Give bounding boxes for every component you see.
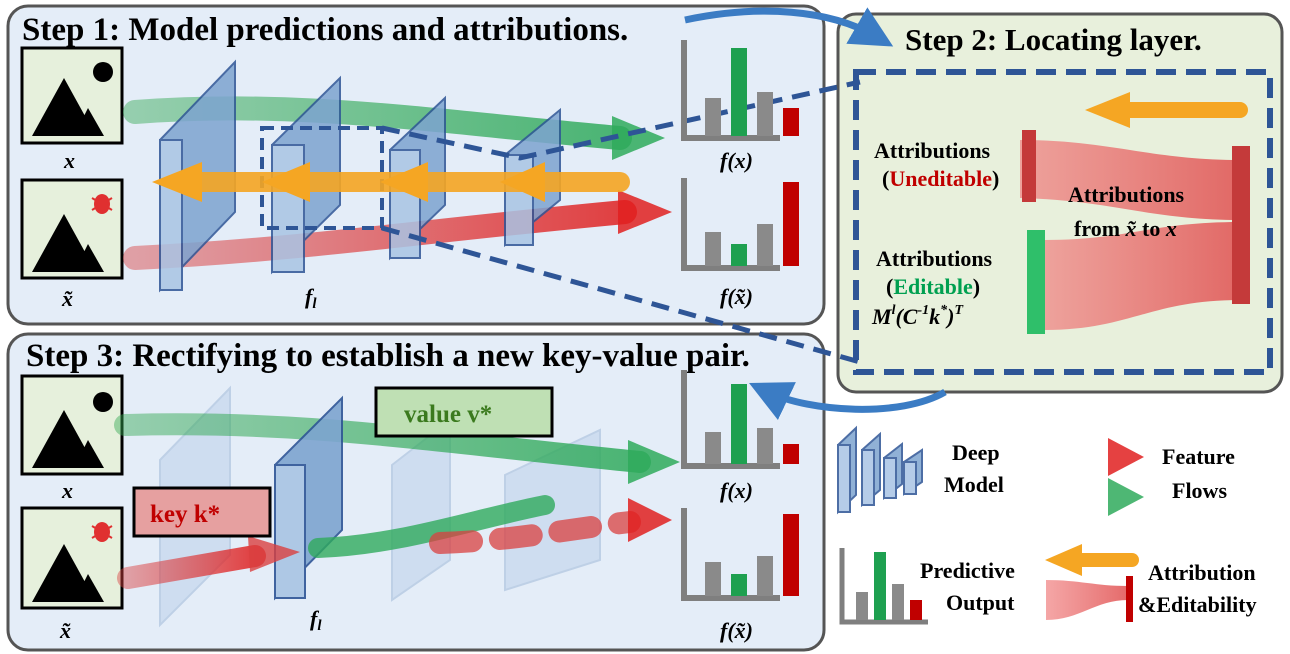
legend-deep-model-line1: Deep bbox=[952, 440, 1000, 465]
red-flow-step3-dashed bbox=[429, 511, 641, 554]
image-x-step1 bbox=[20, 46, 124, 145]
image-x-step3 bbox=[20, 374, 124, 476]
legend-deep-model-icon bbox=[837, 425, 923, 515]
label-fl-step1: fl bbox=[305, 284, 317, 312]
green-rectified-flow bbox=[308, 495, 555, 558]
image-x-tilde-step1 bbox=[20, 178, 124, 280]
key-label-box bbox=[132, 486, 272, 538]
bug-icon bbox=[91, 522, 113, 542]
legend-predictive-output-icon bbox=[839, 548, 928, 625]
label-x-step1: x bbox=[63, 148, 75, 173]
red-flow-step3-a bbox=[117, 545, 266, 589]
step2-dashed-box bbox=[853, 69, 1273, 375]
attr-flow-line1: Attributions bbox=[1068, 182, 1185, 207]
label-fl-step3: fl bbox=[310, 606, 322, 634]
attr-editable-formula: Ml(C-1k*)T bbox=[871, 303, 964, 329]
red-flow-step1 bbox=[123, 200, 637, 270]
attr-uneditable-line2: (Uneditable) bbox=[882, 166, 999, 191]
target-bar bbox=[1232, 146, 1250, 304]
legend-predictive-line1: Predictive bbox=[920, 558, 1015, 583]
green-flow-step3 bbox=[114, 413, 651, 473]
legend-feature-line1: Feature bbox=[1162, 444, 1235, 469]
label-fx-tilde-step1: f(x̃) bbox=[720, 284, 753, 309]
label-x-tilde-step1: x̃ bbox=[61, 286, 73, 311]
arrow-step2-to-step3 bbox=[749, 382, 947, 420]
step2-title: Step 2: Locating layer. bbox=[905, 22, 1202, 57]
key-label: key k* bbox=[150, 501, 220, 528]
sun-icon bbox=[93, 62, 113, 82]
editable-bar bbox=[1027, 230, 1045, 334]
bar-chart-fx-step3 bbox=[681, 370, 799, 469]
arrow-step1-to-step2 bbox=[684, 7, 894, 47]
label-fx-step1: f(x) bbox=[720, 148, 753, 173]
attribution-flow-editable bbox=[1045, 222, 1240, 330]
legend-attribution-line2: &Editability bbox=[1138, 592, 1257, 617]
label-fx-tilde-step3: f(x̃) bbox=[720, 618, 753, 643]
attribution-flow-uneditable bbox=[1020, 140, 1240, 220]
step3-title: Step 3: Rectifying to establish a new ke… bbox=[26, 338, 750, 374]
layer-fl-step3 bbox=[274, 395, 343, 601]
legend-feature-line2: Flows bbox=[1172, 478, 1227, 503]
value-label: value v* bbox=[404, 401, 492, 428]
legend-attribution-icon bbox=[1045, 544, 1139, 622]
attr-editable-line2: (Editable) bbox=[886, 274, 980, 299]
attr-uneditable-line1: Attributions bbox=[874, 138, 991, 163]
legend-attribution-line1: Attribution bbox=[1148, 560, 1256, 585]
label-fx-step3: f(x) bbox=[720, 478, 753, 503]
label-x-step3: x bbox=[61, 478, 73, 503]
value-label-box bbox=[374, 386, 554, 438]
mountain-icon bbox=[32, 78, 96, 136]
uneditable-bar bbox=[1022, 130, 1036, 202]
legend-deep-model-line2: Model bbox=[944, 472, 1004, 497]
bug-icon bbox=[91, 194, 113, 214]
bar-chart-fx-tilde-step1 bbox=[681, 178, 799, 271]
attr-flow-line2: from x̃ to x bbox=[1074, 216, 1177, 241]
image-x-tilde-step3 bbox=[20, 506, 124, 610]
attr-editable-line1: Attributions bbox=[876, 246, 993, 271]
legend-feature-flow-icon bbox=[1052, 438, 1144, 516]
legend-predictive-line2: Output bbox=[946, 590, 1015, 615]
step1-title: Step 1: Model predictions and attributio… bbox=[22, 12, 628, 48]
bar-chart-fx-step1 bbox=[681, 40, 799, 141]
label-x-tilde-step3: x̃ bbox=[59, 618, 71, 643]
sun-icon bbox=[93, 392, 113, 412]
bar-chart-fx-tilde-step3 bbox=[681, 508, 799, 601]
